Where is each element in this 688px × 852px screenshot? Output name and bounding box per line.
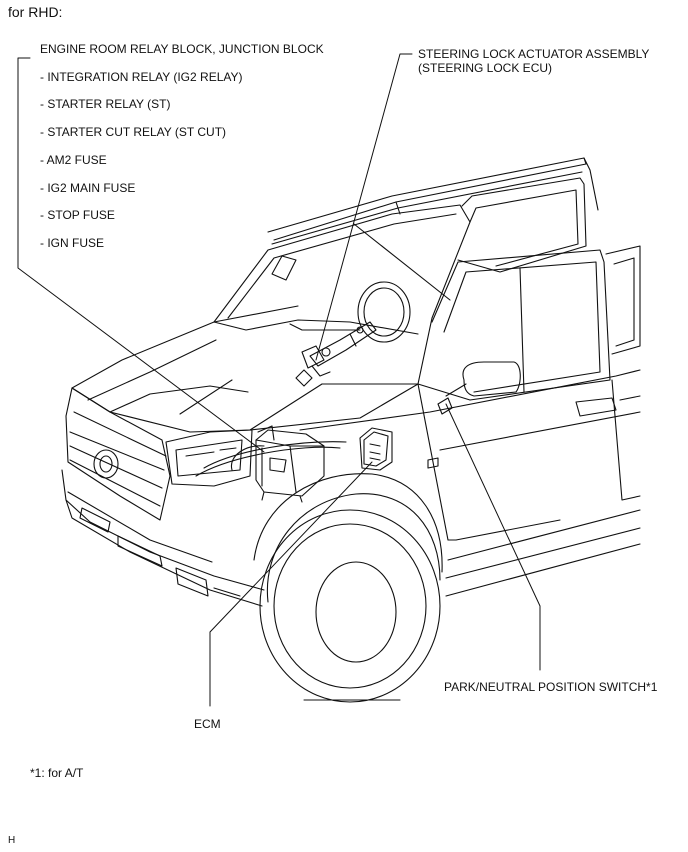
relay-block-item: - STARTER RELAY (ST) (40, 97, 171, 111)
park-neutral-switch-label: PARK/NEUTRAL POSITION SWITCH*1 (444, 680, 658, 694)
front-bumper (61, 469, 265, 607)
roof-stub (271, 255, 297, 281)
relay-block-item: - AM2 FUSE (40, 153, 107, 167)
ecm-leader (209, 461, 373, 707)
ecm-label: ECM (194, 717, 221, 731)
side-mirror (445, 361, 521, 397)
page-header-label: for RHD: (8, 4, 63, 20)
relay-block-leader (17, 57, 265, 453)
relay-block-title: ENGINE ROOM RELAY BLOCK, JUNCTION BLOCK (40, 42, 324, 56)
roof-outline (267, 157, 599, 245)
front-wheel (253, 473, 443, 703)
leader-lines (17, 53, 541, 707)
ecm-unit (359, 427, 393, 471)
headlamp (165, 429, 253, 487)
body-side (195, 369, 641, 597)
relay-block-item: - IG2 MAIN FUSE (40, 181, 136, 195)
wiper-cowl (213, 319, 419, 335)
relay-block-item: - IGN FUSE (40, 236, 105, 250)
steering-lock-label: STEERING LOCK ACTUATOR ASSEMBLY (418, 47, 650, 61)
side-windows (431, 177, 641, 401)
relay-block-item: - INTEGRATION RELAY (IG2 RELAY) (40, 70, 243, 84)
windshield (213, 204, 471, 385)
park-neutral-leader (445, 403, 541, 671)
steering-wheel (357, 281, 411, 343)
steering-lock-leader (315, 53, 413, 361)
steering-lock-actuator (295, 321, 377, 387)
corner-mark: H (8, 835, 16, 846)
relay-block-item: - STARTER CUT RELAY (ST CUT) (40, 125, 227, 139)
relay-block (255, 425, 325, 503)
footnote: *1: for A/T (30, 766, 84, 780)
front-door (417, 379, 641, 541)
hood (71, 305, 323, 433)
steering-lock-sublabel: (STEERING LOCK ECU) (418, 61, 553, 75)
park-neutral-switch (437, 397, 453, 415)
relay-block-item: - STOP FUSE (40, 208, 115, 222)
grille (65, 387, 171, 521)
